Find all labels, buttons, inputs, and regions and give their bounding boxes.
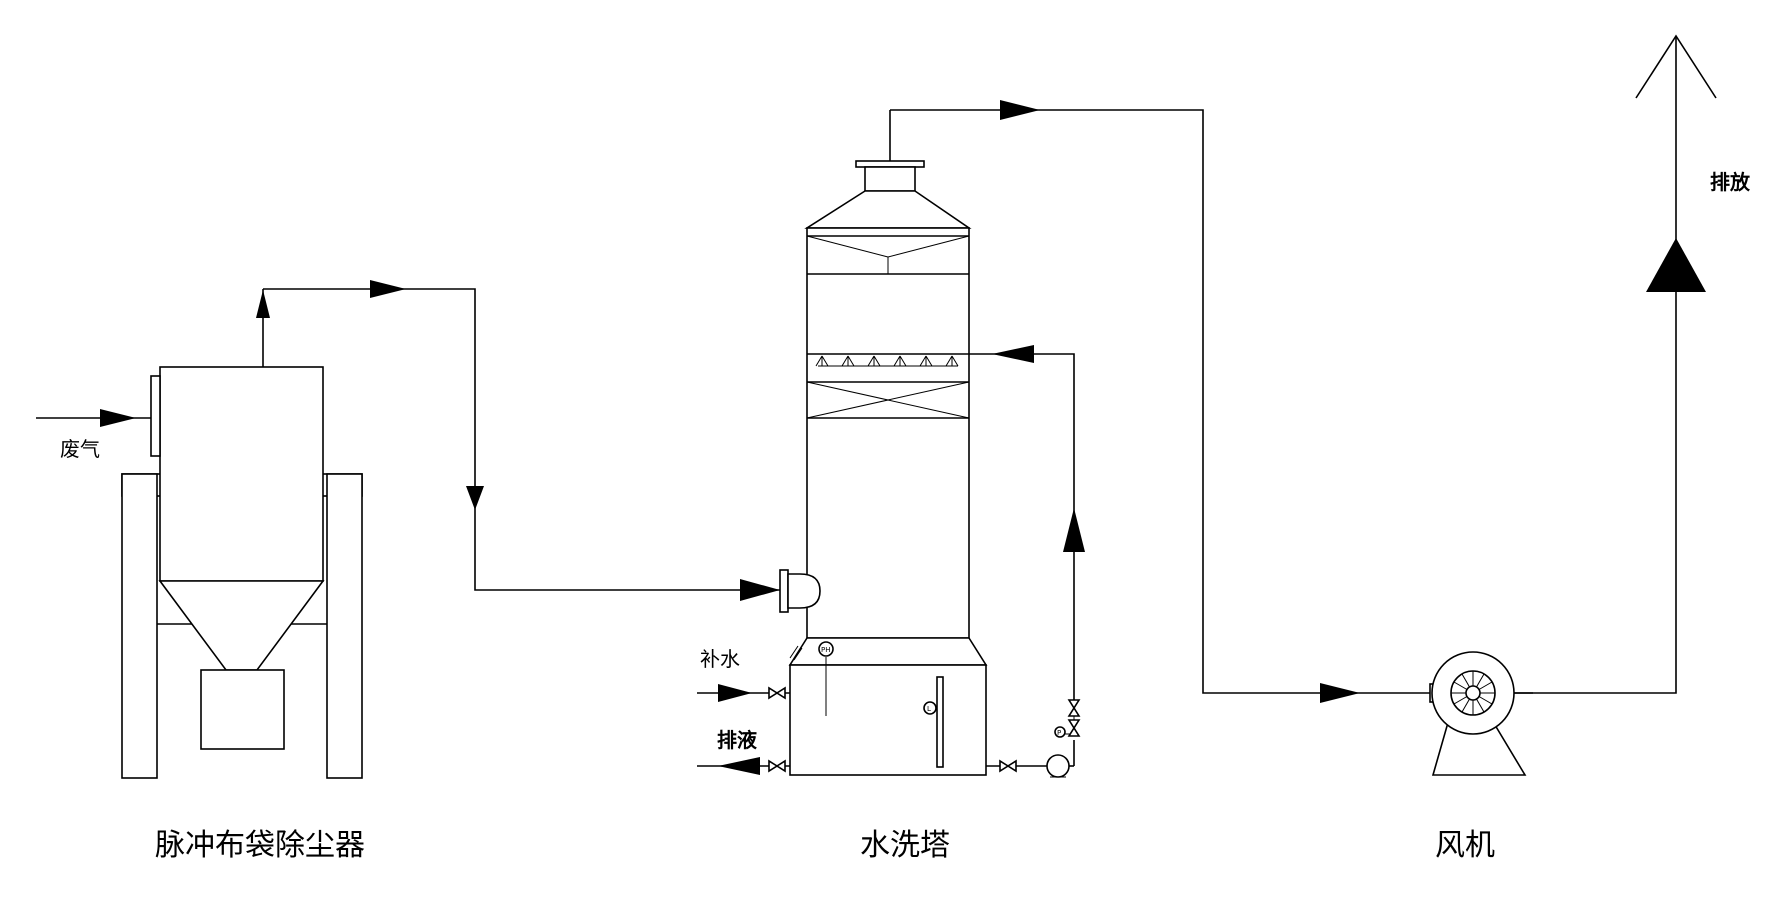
scrubber-tower: PH L [779, 110, 988, 776]
scrubber-inlet-nozzle [787, 573, 821, 609]
stack-discharge-icon [1635, 34, 1717, 99]
scrubber-outlet-flange [855, 160, 925, 168]
flow-arrow-icon [718, 757, 760, 775]
bag-filter-label: 脉冲布袋除尘器 [155, 828, 365, 863]
flow-arrow-icon [466, 486, 484, 510]
flow-arrow-icon [256, 290, 270, 318]
drain-label: 排液 [717, 728, 758, 752]
flow-arrow-icon [1646, 238, 1706, 292]
check-valve-icon [1067, 716, 1081, 737]
bag-filter-leg-right [326, 473, 363, 779]
valve-icon [1067, 699, 1081, 717]
makeup-water-label: 补水 [700, 647, 740, 671]
valve-icon [768, 759, 786, 773]
flow-arrow-icon [992, 345, 1034, 363]
scrubber-outlet-neck [864, 166, 916, 192]
flow-arrow-icon [740, 579, 780, 601]
spray-nozzles [815, 355, 959, 367]
ph-meter: PH [818, 641, 834, 716]
exhaust-gas-inlet: 废气 [36, 409, 151, 461]
flow-arrow-icon [1000, 100, 1040, 120]
bag-filter-dust-bin [200, 669, 285, 750]
flow-arrow-icon [100, 409, 136, 427]
scrubber-cone-top [804, 190, 972, 229]
exhaust-gas-label: 废气 [60, 437, 100, 461]
scrubber-inlet-flange [779, 569, 789, 613]
valve-icon [999, 759, 1017, 773]
svg-text:PH: PH [821, 646, 831, 654]
flow-arrow-icon [718, 684, 752, 702]
scrubber-label: 水洗塔 [860, 828, 950, 863]
flow-arrow-icon [1063, 508, 1085, 552]
discharge-label: 排放 [1710, 170, 1751, 194]
scrubber-column [806, 227, 970, 639]
recirculation-loop: P [969, 345, 1085, 778]
pump-icon [1046, 740, 1075, 778]
pipe-filter-to-scrubber [256, 280, 780, 601]
bag-filter [121, 289, 363, 779]
svg-text:P: P [1057, 729, 1061, 737]
fan-label: 风机 [1435, 828, 1495, 863]
bag-filter-hopper [158, 580, 325, 671]
bag-filter-body [159, 366, 324, 582]
scrubber-water-tank [789, 664, 987, 776]
bag-filter-leg-left [121, 473, 158, 779]
drain-line: 排液 [697, 728, 790, 775]
makeup-water-line: 补水 [697, 647, 790, 702]
valve-icon [768, 686, 786, 700]
pipe-fan-to-stack: 排放 [1514, 34, 1751, 694]
level-gauge: L [923, 676, 944, 768]
svg-text:L: L [927, 705, 931, 713]
pipe-scrubber-to-fan [890, 100, 1430, 703]
fan-unit [1429, 651, 1533, 776]
flow-arrow-icon [1320, 683, 1360, 703]
flow-arrow-icon [370, 280, 406, 298]
bag-filter-inlet-flange [150, 375, 161, 457]
pressure-gauge: P [1054, 726, 1074, 738]
